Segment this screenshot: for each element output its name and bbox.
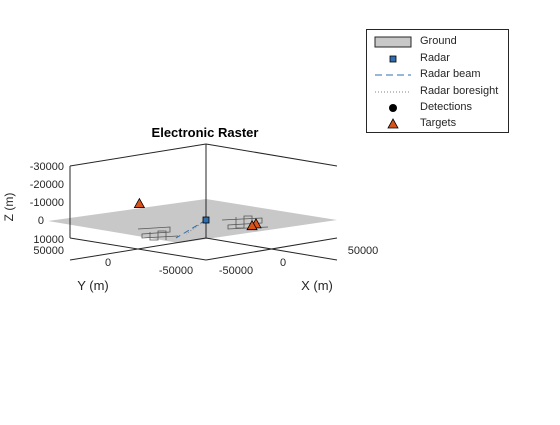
- radar-beam: [175, 219, 207, 239]
- dot-marker-icon: [389, 104, 397, 112]
- target-marker: [246, 219, 258, 231]
- legend-item-radar-beam: Radar beam: [367, 67, 508, 83]
- legend-item-radar-boresight: Radar boresight: [367, 84, 508, 100]
- legend-label: Detections: [420, 101, 472, 113]
- legend-label: Radar: [420, 52, 450, 64]
- axes-box: [69, 143, 338, 261]
- square-marker-icon: [389, 55, 397, 63]
- z-axis-label: Z (m): [2, 193, 16, 222]
- target-marker: [133, 197, 146, 208]
- dotted-line-icon: [375, 91, 411, 93]
- y-tick-label: -50000: [159, 265, 193, 277]
- legend: Ground Radar Radar beam Radar boresight …: [366, 29, 509, 133]
- legend-label: Ground: [420, 35, 457, 47]
- legend-item-radar: Radar: [367, 51, 508, 67]
- legend-item-detections: Detections: [367, 100, 508, 116]
- ground-swatch-icon: [374, 36, 412, 48]
- x-tick-label: 0: [280, 257, 286, 269]
- z-tick-label: 10000: [33, 234, 64, 246]
- dashed-line-icon: [375, 74, 411, 76]
- y-axis: 50000 0 -50000 Y (m): [33, 245, 193, 293]
- scan-path: [137, 215, 269, 241]
- z-tick-label: -30000: [30, 161, 64, 173]
- legend-item-targets: Targets: [367, 116, 508, 132]
- radar-marker: [202, 216, 210, 224]
- x-tick-label: 50000: [348, 245, 379, 257]
- x-axis: -50000 0 50000 X (m): [219, 245, 378, 293]
- z-tick-label: -10000: [30, 197, 64, 209]
- chart-title: Electronic Raster: [152, 125, 259, 140]
- legend-label: Targets: [420, 117, 457, 129]
- y-tick-label: 50000: [33, 245, 64, 257]
- x-axis-label: X (m): [301, 278, 333, 293]
- legend-item-ground: Ground: [367, 34, 508, 50]
- triangle-marker-icon: [387, 118, 399, 129]
- x-tick-label: -50000: [219, 265, 253, 277]
- z-axis: -30000 -20000 -10000 0 10000 Z (m): [2, 161, 64, 246]
- y-axis-label: Y (m): [77, 278, 109, 293]
- legend-label: Radar boresight: [420, 85, 499, 97]
- y-tick-label: 0: [105, 257, 111, 269]
- ground-plane: [48, 199, 337, 243]
- radar-boresight: [185, 219, 207, 235]
- z-tick-label: -20000: [30, 179, 64, 191]
- z-tick-label: 0: [38, 215, 44, 227]
- legend-label: Radar beam: [420, 68, 481, 80]
